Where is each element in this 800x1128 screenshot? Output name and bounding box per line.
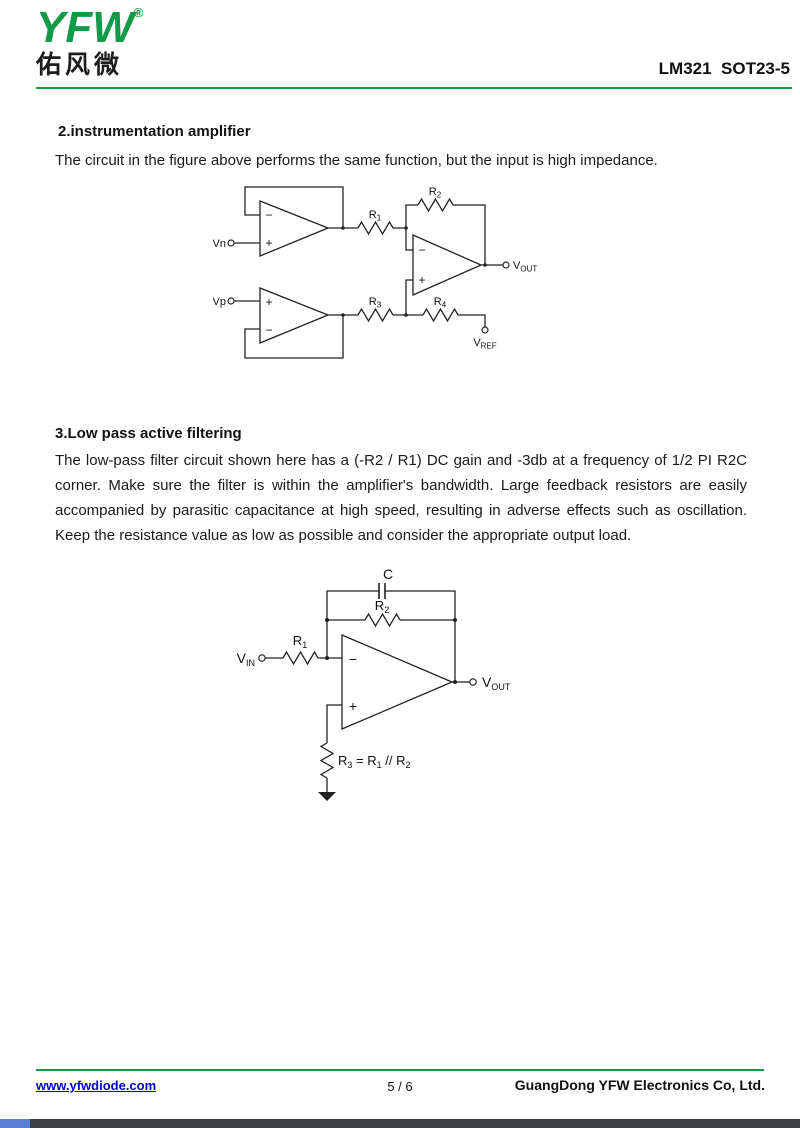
terminal-vout: [502, 261, 510, 269]
opamp3-minus-sign: −: [418, 243, 425, 257]
terminal-vp: [227, 297, 235, 305]
registered-trademark-icon: ®: [133, 5, 144, 20]
r4-label: R4: [434, 296, 447, 310]
resistor-r4: [422, 307, 459, 323]
vp-label: Vp: [213, 296, 226, 308]
company-logo: YFW® 佑风微: [36, 6, 143, 78]
resistor-r2: [364, 612, 401, 628]
opamp3-plus-sign: +: [418, 273, 425, 287]
opamp-output: [412, 234, 483, 296]
opamp2-minus-sign: −: [265, 323, 272, 337]
terminal-vin: [258, 654, 266, 662]
opamp-minus-sign: −: [349, 651, 357, 667]
r2-label: R2: [375, 598, 389, 615]
capacitor-c: [378, 583, 386, 599]
circuit-wires: [265, 590, 470, 792]
r1-label: R1: [369, 209, 382, 223]
vn-label: Vn: [213, 238, 226, 250]
ground-icon: [318, 792, 336, 801]
r3-label: R3: [369, 296, 382, 310]
resistor-r2: [417, 197, 454, 213]
vin-label: VIN: [237, 650, 255, 668]
opamp1-minus-sign: −: [265, 208, 272, 222]
opamp-top-left: [259, 200, 330, 257]
resistor-r1: [282, 650, 319, 666]
page-content: 2.instrumentation amplifier The circuit …: [0, 123, 800, 808]
c-label: C: [383, 568, 393, 582]
resistor-r3: [357, 307, 394, 323]
opamp: [341, 634, 454, 730]
opamp-bottom-left: [259, 287, 330, 344]
opamp-plus-sign: +: [349, 698, 357, 714]
terminal-vout: [469, 678, 477, 686]
r1-label: R1: [293, 633, 307, 650]
vref-label: VREF: [473, 337, 496, 351]
section-heading-lowpass: 3.Low pass active filtering: [55, 425, 242, 442]
instrumentation-amplifier-diagram: − + + − − + Vn Vp R1 R2 R3 R4 VOUT VREF: [213, 186, 537, 359]
footer-divider: [36, 1069, 764, 1071]
section-body-instrumentation: The circuit in the figure above performs…: [55, 152, 658, 169]
vout-label: VOUT: [513, 260, 537, 274]
footer-website-link[interactable]: www.yfwdiode.com: [36, 1078, 157, 1093]
opamp2-plus-sign: +: [265, 295, 272, 309]
logo-chinese-text: 佑风微: [36, 51, 124, 79]
footer-page-number: 5 / 6: [387, 1079, 413, 1094]
resistor-r1: [357, 220, 394, 236]
terminal-vn: [227, 239, 235, 247]
resistor-r3: [319, 742, 335, 779]
logo-text: YFW: [36, 3, 134, 52]
r3-formula-label: R3 = R1 // R2: [338, 753, 411, 770]
viewer-scrollbar: [0, 1119, 800, 1128]
junction-dots: [325, 618, 457, 684]
page-header: YFW® 佑风微 LM321 SOT23-5: [0, 0, 800, 87]
opamp1-plus-sign: +: [265, 236, 272, 250]
section-heading-instrumentation: 2.instrumentation amplifier: [58, 123, 251, 140]
scrollbar-thumb[interactable]: [0, 1119, 30, 1128]
vout-label: VOUT: [482, 674, 511, 692]
header-divider: [36, 87, 792, 89]
junction-dots: [341, 226, 487, 317]
r2-label: R2: [429, 186, 442, 200]
terminal-vref: [481, 326, 489, 334]
low-pass-filter-diagram: − + VIN R1 R2 C R3 = R1 // R2 VOUT: [237, 568, 511, 801]
footer-company-name: GuangDong YFW Electronics Co, Ltd.: [514, 1077, 765, 1093]
section-body-lowpass: The low-pass filter circuit shown here h…: [55, 452, 747, 544]
document-title: LM321 SOT23-5: [658, 59, 790, 78]
